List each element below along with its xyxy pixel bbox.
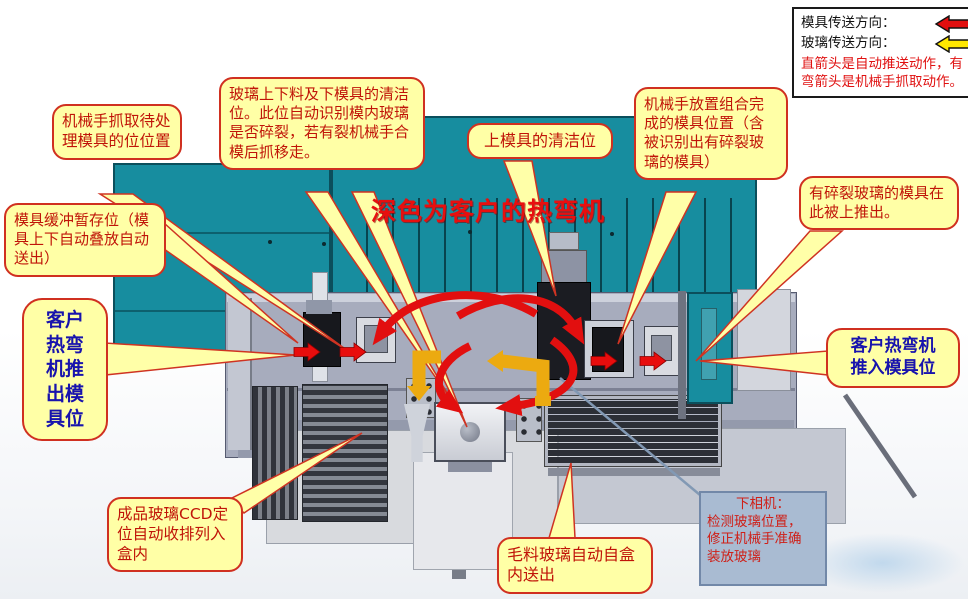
deck-left-column [228, 298, 252, 450]
legend-glass-row: 玻璃传送方向： [801, 34, 968, 54]
upper-mold-cleaner-column [537, 282, 591, 380]
mold-buffer-rack [252, 386, 298, 520]
ccd-output-rack [302, 384, 388, 522]
legend-mold-row: 模具传送方向： [801, 14, 968, 34]
mold-plate [651, 335, 672, 361]
gray-rail-right [678, 291, 686, 419]
legend-box: 模具传送方向： 玻璃传送方向： 直箭头是自动推送动作，有弯箭头是机械手抓取动作。 [792, 7, 968, 99]
mold-direction-arrow-icon [934, 15, 968, 33]
cabinet-foot [452, 570, 466, 579]
legend-glass-label: 玻璃传送方向： [801, 35, 896, 52]
teal-pushin-column [687, 292, 733, 404]
callout-grab-position: 机械手抓取待处理模具的位位置 [52, 104, 182, 160]
vacuum-plate-center [516, 398, 542, 442]
callout-raw-glass: 毛料玻璃自动自盒内送出 [497, 537, 653, 594]
screw-dot [268, 240, 272, 244]
callout-ccd-position: 成品玻璃CCD定位自动收排列入盒内 [107, 497, 243, 573]
robot-unit-cap [306, 300, 332, 314]
upper-mold-cleaner-cap [541, 250, 587, 284]
callout-broken-glass-out: 有碎裂玻璃的模具在此被上推出。 [799, 176, 959, 231]
mold-stage-right2 [644, 326, 680, 376]
callout-glass-loading: 玻璃上下料及下模具的清洁位。此位自动识别模内玻璃是否碎裂，若有裂机械手合模后抓移… [219, 77, 425, 170]
screw-dot [468, 230, 472, 234]
camera-info-box: 下相机： 检测玻璃位置， 修正机械手准确 装放玻璃 [699, 491, 827, 586]
raw-glass-cassette [544, 395, 722, 467]
robot-unit [303, 312, 341, 367]
station-base [448, 462, 492, 472]
cassette-rail [548, 468, 720, 476]
screw-dot [610, 232, 614, 236]
callout-robot-place: 机械手放置组合完成的模具位置（含被识别出有碎裂玻璃的模具） [634, 87, 788, 180]
camera-box-title: 下相机： [736, 496, 790, 512]
station-disc [460, 422, 480, 442]
mold-plate [364, 325, 388, 353]
cleaning-station [434, 402, 506, 462]
background-watermark [800, 533, 965, 593]
machine-leg-right [842, 393, 918, 499]
callout-customer-in: 客户热弯机 推入模具位 [826, 328, 960, 388]
mold-stage-left [356, 317, 396, 363]
callout-buffer-position: 模具缓冲暂存位（模具上下自动叠放自动送出） [4, 203, 166, 277]
legend-note: 直箭头是自动推送动作，有弯箭头是机械手抓取动作。 [801, 56, 963, 90]
upper-mold-cleaner-top [549, 232, 579, 250]
callout-upper-mold-clean: 上模具的清洁位 [467, 123, 613, 160]
side-panel-right [737, 289, 791, 391]
column-slot [701, 308, 717, 380]
glass-direction-arrow-icon [934, 35, 968, 53]
legend-mold-label: 模具传送方向： [801, 15, 896, 32]
diagram-title: 深色为客户的热弯机 [371, 197, 606, 226]
camera-box-body: 检测玻璃位置， 修正机械手准确 装放玻璃 [707, 513, 802, 565]
mold-stage-right-block [592, 327, 624, 372]
callout-customer-out: 客户 热弯 机推 出模 具位 [22, 298, 108, 442]
screw-dot [322, 242, 326, 246]
